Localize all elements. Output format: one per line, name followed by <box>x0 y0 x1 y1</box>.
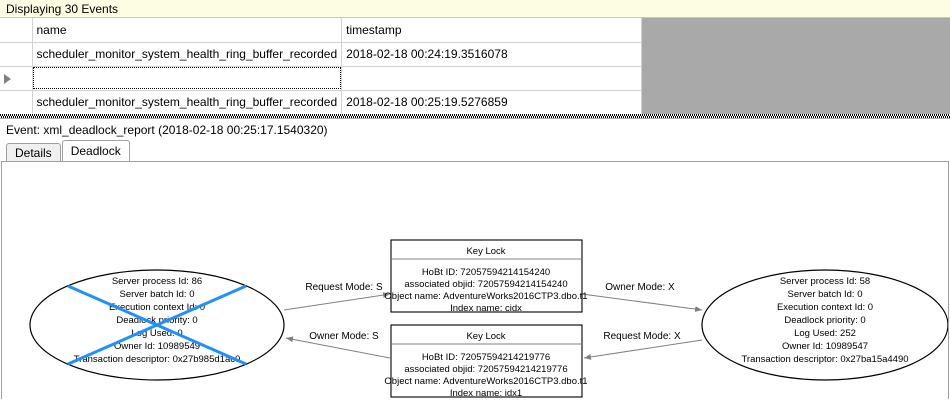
cell-timestamp[interactable]: 2018-02-18 00:25:17.1540320 <box>341 66 643 91</box>
process-node-winner[interactable]: Server process Id: 58 Server batch Id: 0… <box>701 269 948 381</box>
top-lock-line-2: Object name: AdventureWorks2016CTP3.dbo.… <box>384 291 587 302</box>
top-lock-box-shape[interactable] <box>390 239 583 313</box>
top-lock-line-0: HoBt ID: 72057594214154240 <box>422 267 550 278</box>
tab-deadlock[interactable]: Deadlock <box>61 140 130 161</box>
cell-timestamp[interactable]: 2018-02-18 00:24:19.3516078 <box>341 42 643 67</box>
status-bar-label: Displaying 30 Events <box>6 1 119 16</box>
column-header-selector[interactable] <box>0 18 33 43</box>
top-lock-line-3: Index name: cidx <box>450 303 522 314</box>
event-header: Event: xml_deadlock_report (2018-02-18 0… <box>0 120 950 140</box>
top-lock-line-1: associated objid: 72057594214154240 <box>404 279 567 290</box>
row-selector-cell[interactable] <box>0 90 33 115</box>
events-grid[interactable]: name timestamp scheduler_monitor_system_… <box>0 18 950 120</box>
victim-line-6: Transaction descriptor: 0x27b985d1ac0 <box>74 354 241 365</box>
winner-line-3: Deadlock priority: 0 <box>784 315 865 326</box>
winner-line-6: Transaction descriptor: 0x27ba15a4490 <box>741 354 908 365</box>
row-selector-cell[interactable] <box>0 66 33 91</box>
events-table[interactable]: name timestamp scheduler_monitor_system_… <box>0 18 643 115</box>
cell-name[interactable]: scheduler_monitor_system_health_ring_buf… <box>32 90 343 115</box>
victim-line-0: Server process Id: 86 <box>112 276 202 287</box>
tab-details[interactable]: Details <box>6 143 61 161</box>
status-bar: Displaying 30 Events <box>0 0 950 18</box>
resource-node-bottom-key-lock[interactable]: Key Lock HoBt ID: 72057594214219776 asso… <box>384 324 588 399</box>
grid-horizontal-scrollbar[interactable] <box>0 114 950 119</box>
tab-strip[interactable]: Details Deadlock <box>0 140 950 161</box>
top-lock-title: Key Lock <box>466 246 505 257</box>
bottom-lock-title: Key Lock <box>466 331 505 342</box>
winner-line-2: Execution context Id: 0 <box>777 302 873 313</box>
bottom-lock-line-2: Object name: AdventureWorks2016CTP3.dbo.… <box>384 376 587 387</box>
victim-line-2: Execution context Id: 0 <box>109 302 205 313</box>
deadlock-graph-canvas[interactable]: Request Mode: S Owner Mode: X Owner Mode… <box>1 161 949 399</box>
edge-label-request-mode-x: Request Mode: X <box>603 331 681 342</box>
cell-name[interactable]: scheduler_monitor_system_health_ring_buf… <box>32 42 343 67</box>
victim-line-1: Server batch Id: 0 <box>120 289 195 300</box>
winner-line-0: Server process Id: 58 <box>780 276 870 287</box>
winner-line-4: Log Used: 252 <box>794 328 856 339</box>
resource-node-top-key-lock[interactable]: Key Lock HoBt ID: 72057594214154240 asso… <box>384 239 588 314</box>
edge-owner-mode-s: Owner Mode: S <box>285 331 391 359</box>
bottom-lock-line-0: HoBt ID: 72057594214219776 <box>422 352 550 363</box>
cell-timestamp[interactable]: 2018-02-18 00:25:19.5276859 <box>341 90 643 115</box>
edge-label-owner-mode-x: Owner Mode: X <box>605 282 675 293</box>
bottom-lock-line-1: associated objid: 72057594214219776 <box>404 364 567 375</box>
edge-label-request-mode-s: Request Mode: S <box>305 282 383 293</box>
table-header-row: name timestamp <box>0 18 643 43</box>
table-row-selected[interactable]: xml_deadlock_report 2018-02-18 00:25:17.… <box>0 66 643 91</box>
winner-line-5: Owner Id: 10989547 <box>782 341 868 352</box>
winner-line-1: Server batch Id: 0 <box>788 289 863 300</box>
victim-line-3: Deadlock priority: 0 <box>116 315 197 326</box>
process-node-victim[interactable]: Server process Id: 86 Server batch Id: 0… <box>29 269 285 381</box>
victim-line-4: Log Used: 0 <box>131 328 182 339</box>
table-row[interactable]: scheduler_monitor_system_health_ring_buf… <box>0 90 643 115</box>
deadlock-victim-cross-icon <box>67 284 247 366</box>
cell-name[interactable]: xml_deadlock_report <box>32 66 343 91</box>
bottom-lock-line-3: Index name: idx1 <box>450 388 522 399</box>
winner-ellipse-shape[interactable] <box>701 269 948 381</box>
column-header-name[interactable]: name <box>32 18 343 43</box>
edge-request-mode-s: Request Mode: S <box>283 282 391 311</box>
edge-owner-mode-x: Owner Mode: X <box>581 282 703 313</box>
edge-request-mode-x: Request Mode: X <box>583 331 703 360</box>
edge-label-owner-mode-s: Owner Mode: S <box>309 331 379 342</box>
row-selector-cell[interactable] <box>0 42 33 67</box>
table-row[interactable]: scheduler_monitor_system_health_ring_buf… <box>0 42 643 67</box>
bottom-lock-box-shape[interactable] <box>390 324 583 398</box>
column-header-timestamp[interactable]: timestamp <box>341 18 643 43</box>
victim-line-5: Owner Id: 10989549 <box>114 341 200 352</box>
event-header-label: Event: xml_deadlock_report (2018-02-18 0… <box>6 123 328 137</box>
row-arrow-icon <box>4 73 11 84</box>
